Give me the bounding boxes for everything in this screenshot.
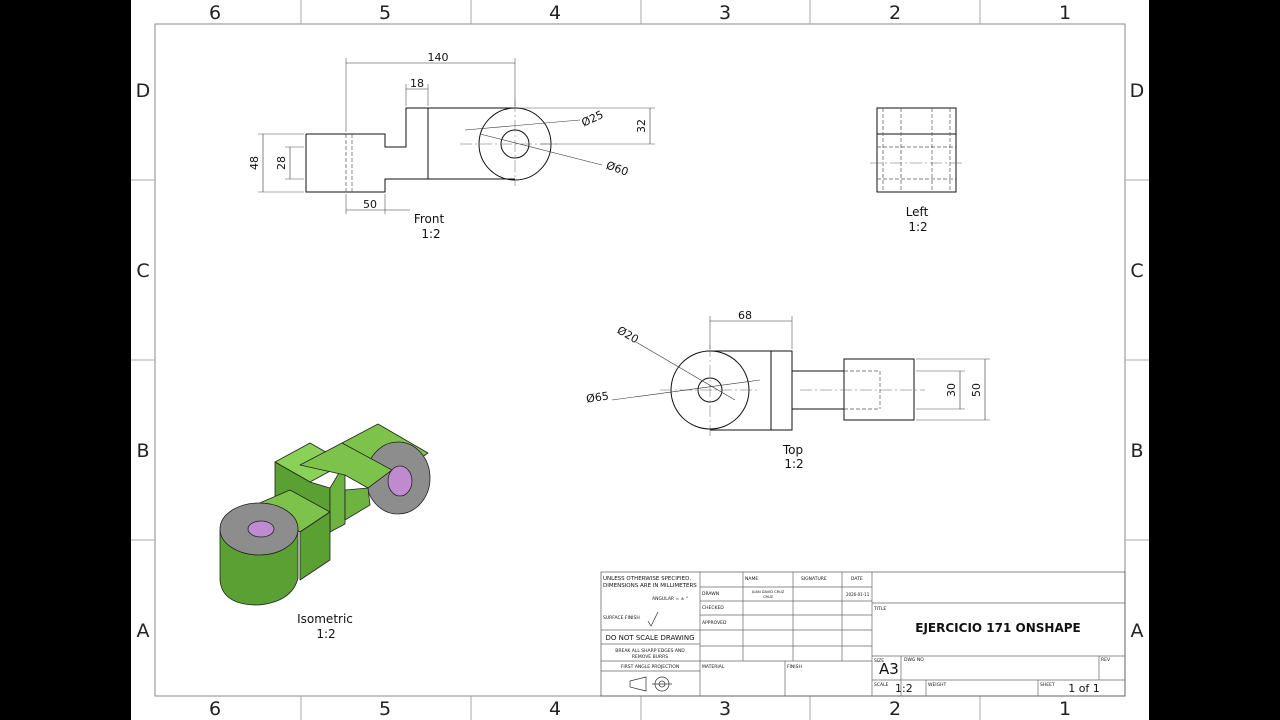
left-view-scale: 1:2	[908, 220, 927, 234]
tb-approved: APPROVED	[702, 620, 727, 626]
left-view: Left 1:2	[870, 107, 962, 234]
zone-col-label: 5	[379, 698, 391, 720]
tb-weight-label: WEIGHT	[928, 682, 946, 688]
zone-row-label: B	[136, 440, 149, 462]
zone-col-label: 3	[719, 698, 731, 720]
zone-row-label: D	[136, 80, 151, 102]
top-view-scale: 1:2	[784, 457, 803, 471]
tb-break-edges-1: BREAK ALL SHARP EDGES AND	[615, 648, 685, 654]
tb-rev-label: REV	[1101, 657, 1111, 663]
tb-surface-finish: SURFACE FINISH	[603, 615, 640, 621]
zone-col-label: 6	[209, 2, 221, 24]
zone-col-label: 1	[1059, 2, 1071, 24]
zone-col-label: 3	[719, 2, 731, 24]
tb-angular: ANGULAR = ± °	[652, 596, 688, 602]
dim-50-top: 50	[970, 383, 983, 397]
zone-row-label: C	[136, 260, 149, 282]
tb-break-edges-2: REMOVE BURRS	[632, 654, 668, 660]
tb-checked: CHECKED	[702, 605, 724, 611]
iso-front-bore	[247, 520, 275, 538]
zone-col-label: 2	[889, 2, 901, 24]
tb-notes-1: UNLESS OTHERWISE SPECIFIED,	[603, 576, 691, 582]
tb-material: MATERIAL	[702, 664, 725, 670]
tb-title: EJERCICIO 171 ONSHAPE	[915, 621, 1080, 635]
zone-col-label: 1	[1059, 698, 1071, 720]
tb-size: A3	[879, 660, 899, 678]
zone-ticks	[131, 0, 1149, 720]
tb-scale: 1:2	[895, 682, 913, 695]
tb-title-label: TITLE	[873, 606, 886, 612]
tb-col-signature: SIGNATURE	[801, 576, 827, 582]
zone-labels: 6 5 4 3 2 1 6 5 4 3 2 1 D C B A D C B A	[136, 2, 1145, 720]
tb-dwg-label: DWG NO	[904, 657, 924, 663]
dim-50: 50	[363, 198, 377, 211]
top-view-name: Top	[782, 443, 803, 457]
zone-col-label: 4	[549, 698, 561, 720]
tb-drawn: DRAWN	[702, 591, 719, 597]
front-view-name: Front	[414, 212, 445, 226]
zone-col-label: 4	[549, 2, 561, 24]
front-view-scale: 1:2	[421, 227, 440, 241]
zone-col-label: 5	[379, 2, 391, 24]
tb-sheet-label: SHEET	[1040, 682, 1055, 688]
tb-col-date: DATE	[851, 576, 863, 582]
dim-32: 32	[635, 119, 648, 133]
tb-do-not-scale: DO NOT SCALE DRAWING	[605, 634, 694, 642]
tb-drawn-name-2: CRUZ	[763, 595, 774, 599]
zone-row-label: C	[1130, 260, 1143, 282]
tb-col-name: NAME	[745, 576, 758, 582]
tb-drawn-date: 2026-01-11	[846, 592, 870, 597]
iso-bore	[387, 465, 413, 497]
left-view-name: Left	[906, 205, 929, 219]
title-block	[600, 571, 1126, 697]
tb-sheet: 1 of 1	[1068, 682, 1100, 695]
dim-28: 28	[275, 156, 288, 170]
dim-140: 140	[428, 51, 449, 64]
zone-row-label: A	[137, 620, 150, 642]
tb-size-label: SIZE	[874, 658, 884, 664]
tb-projection: FIRST ANGLE PROJECTION	[621, 664, 679, 670]
isometric-view	[219, 423, 431, 606]
zone-col-label: 2	[889, 698, 901, 720]
dim-68: 68	[738, 309, 752, 322]
dim-dia65: Ø65	[585, 390, 609, 406]
iso-view-name: Isometric	[297, 612, 353, 626]
title-block-text: UNLESS OTHERWISE SPECIFIED, DIMENSIONS A…	[603, 576, 1111, 695]
zone-row-label: B	[1130, 440, 1143, 462]
zone-row-label: D	[1130, 80, 1145, 102]
dim-30: 30	[945, 383, 958, 397]
tb-drawn-name-1: JUAN DAVID CRUZ	[751, 590, 785, 594]
tb-finish: FINISH	[787, 664, 802, 670]
dim-18: 18	[410, 77, 424, 90]
zone-col-label: 6	[209, 698, 221, 720]
tb-notes-2: DIMENSIONS ARE IN MILLIMETERS	[603, 583, 697, 589]
tb-scale-label: SCALE	[874, 682, 889, 688]
paper	[131, 0, 1149, 720]
zone-row-label: A	[1131, 620, 1144, 642]
dim-48: 48	[248, 156, 261, 170]
iso-view-scale: 1:2	[316, 627, 335, 641]
